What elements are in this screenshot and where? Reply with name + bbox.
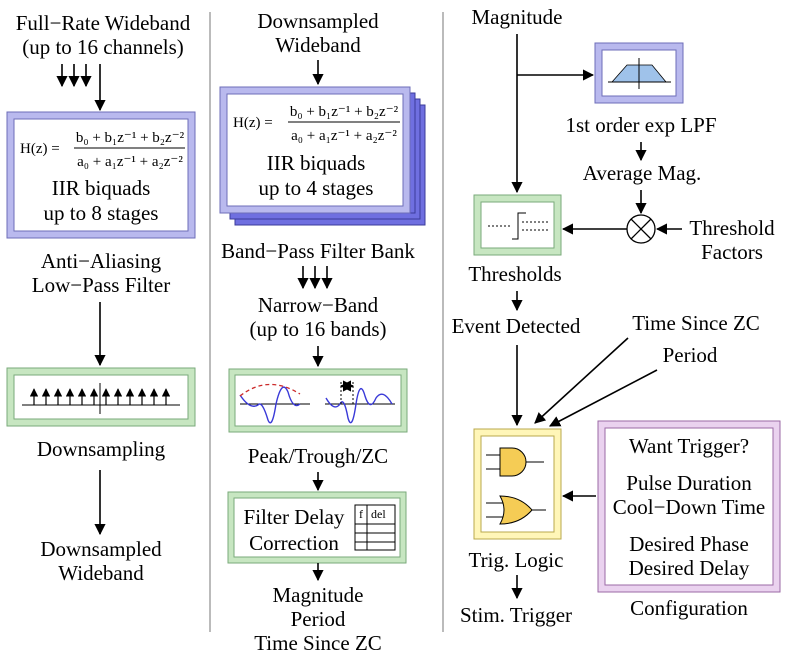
narrow-band-line2: (up to 16 bands) bbox=[249, 317, 386, 341]
trig-logic-label: Trig. Logic bbox=[469, 548, 564, 572]
lpf-label: 1st order exp LPF bbox=[565, 113, 716, 137]
time-since-zc-label: Time Since ZC bbox=[632, 311, 760, 335]
table-col-del: del bbox=[371, 507, 386, 521]
bank-formula-numerator: b₀ + b₁z⁻¹ + b₂z⁻² bbox=[290, 104, 399, 120]
col2-input-line2: Wideband bbox=[275, 33, 361, 57]
column-3: Magnitude 1st order exp LPF Average Mag.… bbox=[452, 5, 781, 627]
output-period: Period bbox=[291, 607, 346, 631]
formula-lhs: H(z) = bbox=[20, 141, 60, 157]
input-label-line2: (up to 16 channels) bbox=[22, 35, 184, 59]
input-label-line1: Full−Rate Wideband bbox=[16, 11, 191, 35]
lowpass-response-icon bbox=[608, 58, 671, 89]
arrow-period-to-logic bbox=[549, 369, 658, 427]
anti-aliasing-label-line1: Anti−Aliasing bbox=[41, 249, 162, 273]
peak-label: Peak/Trough/ZC bbox=[248, 444, 388, 468]
config-desired-delay: Desired Delay bbox=[629, 556, 750, 580]
config-pulse-duration: Pulse Duration bbox=[626, 471, 752, 495]
column-1: Full−Rate Wideband (up to 16 channels) H… bbox=[6, 11, 196, 585]
arrow-zc-to-logic bbox=[534, 337, 629, 424]
peak-inner bbox=[234, 374, 402, 427]
impulse-train-icon bbox=[22, 383, 180, 414]
average-mag-label: Average Mag. bbox=[583, 161, 702, 185]
peak-trough-zc-box bbox=[228, 368, 408, 433]
formula-denominator: a₀ + a₁z⁻¹ + a₂z⁻² bbox=[77, 154, 183, 170]
anti-aliasing-filter-box: H(z) = b₀ + b₁z⁻¹ + b₂z⁻² a₀ + a₁z⁻¹ + a… bbox=[6, 111, 196, 239]
thresholds-box bbox=[473, 194, 562, 256]
narrow-band-line1: Narrow−Band bbox=[258, 293, 379, 317]
period-label: Period bbox=[663, 343, 718, 367]
narrow-band-arrows bbox=[297, 266, 333, 290]
output-time-since-zc: Time Since ZC bbox=[254, 631, 382, 655]
filter-inner bbox=[13, 118, 189, 232]
table-col-f: f bbox=[359, 507, 363, 521]
input-arrows bbox=[56, 64, 106, 112]
stim-trigger-label: Stim. Trigger bbox=[460, 603, 572, 627]
configuration-box: Want Trigger? Pulse Duration Cool−Down T… bbox=[597, 420, 781, 593]
formula-numerator: b₀ + b₁z⁻¹ + b₂z⁻² bbox=[76, 130, 185, 146]
bank-label: Band−Pass Filter Bank bbox=[221, 239, 415, 263]
bank-filter-type: IIR biquads bbox=[267, 151, 366, 175]
config-inner bbox=[604, 427, 774, 586]
event-detected-label: Event Detected bbox=[452, 314, 581, 338]
threshold-factors-line2: Factors bbox=[701, 240, 763, 264]
bank-filter-stages: up to 4 stages bbox=[259, 176, 374, 200]
lpf-box bbox=[594, 42, 684, 104]
output-label-line1: Downsampled bbox=[40, 537, 162, 561]
downsampling-label: Downsampling bbox=[37, 437, 166, 461]
filter-stages: up to 8 stages bbox=[44, 201, 159, 225]
output-label-line2: Wideband bbox=[58, 561, 144, 585]
peak-waveform-icon bbox=[239, 383, 310, 424]
or-gate-icon bbox=[486, 495, 546, 525]
anti-aliasing-label-line2: Low−Pass Filter bbox=[32, 273, 170, 297]
thresholds-label: Thresholds bbox=[468, 262, 561, 286]
bank-formula-denominator: a₀ + a₁z⁻¹ + a₂z⁻² bbox=[291, 128, 397, 144]
magnitude-label: Magnitude bbox=[472, 5, 563, 29]
output-magnitude: Magnitude bbox=[273, 583, 364, 607]
filter-type: IIR biquads bbox=[52, 176, 151, 200]
bank-inner bbox=[226, 93, 404, 207]
threshold-factors-line1: Threshold bbox=[689, 216, 775, 240]
downsampling-inner bbox=[13, 374, 189, 420]
and-gate-icon bbox=[486, 447, 544, 477]
delay-table-icon: f del bbox=[354, 504, 396, 551]
delay-line2: Correction bbox=[249, 531, 339, 555]
downsampling-box bbox=[6, 367, 196, 427]
config-cool-down: Cool−Down Time bbox=[613, 495, 765, 519]
bank-formula-lhs: H(z) = bbox=[233, 115, 273, 131]
band-pass-filter-bank: H(z) = b₀ + b₁z⁻¹ + b₂z⁻² a₀ + a₁z⁻¹ + a… bbox=[219, 86, 426, 226]
trigger-logic-box bbox=[473, 428, 562, 540]
filter-delay-box: Filter Delay Correction f del bbox=[227, 491, 407, 564]
column-2: Downsampled Wideband H(z) = b₀ + b₁z⁻¹ +… bbox=[219, 9, 426, 655]
step-threshold-icon bbox=[488, 212, 548, 240]
col2-input-line1: Downsampled bbox=[257, 9, 379, 33]
config-want-trigger: Want Trigger? bbox=[629, 434, 749, 458]
configuration-label: Configuration bbox=[630, 596, 748, 620]
config-desired-phase: Desired Phase bbox=[629, 532, 749, 556]
multiplier-icon bbox=[626, 214, 656, 244]
delay-line1: Filter Delay bbox=[244, 505, 345, 529]
zero-crossing-waveform-icon bbox=[325, 380, 395, 424]
